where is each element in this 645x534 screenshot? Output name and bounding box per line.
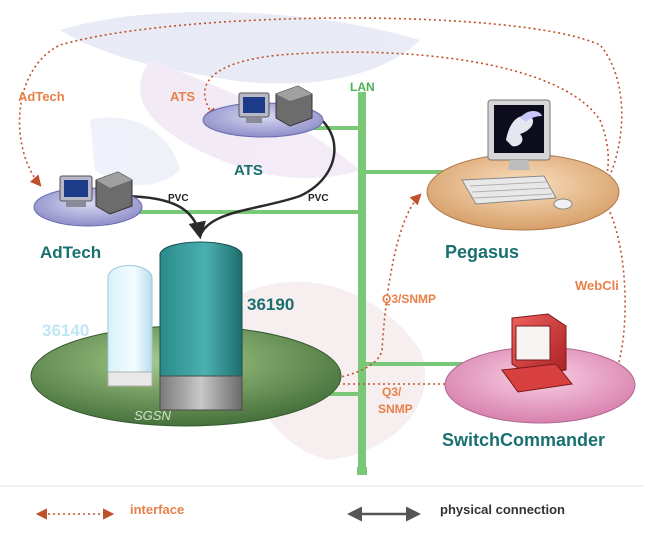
label-q3-lower: Q3/: [382, 385, 402, 399]
labels: AdTech ATS LAN ATS PVC PVC AdTech Pegasu…: [18, 80, 619, 450]
label-adtech: AdTech: [40, 243, 101, 262]
adtech-workstation[interactable]: [33, 171, 143, 227]
label-pegasus: Pegasus: [445, 242, 519, 262]
label-lan: LAN: [350, 80, 375, 94]
legend: interface physical connection: [0, 485, 645, 522]
label-36190: 36190: [247, 295, 294, 314]
label-snmp-lower: SNMP: [378, 402, 413, 416]
pegasus-workstation[interactable]: [426, 99, 620, 231]
ats-workstation[interactable]: [202, 85, 324, 138]
switch-36190[interactable]: [159, 241, 243, 411]
label-q3-snmp-upper: Q3/SNMP: [382, 292, 436, 306]
label-ats: ATS: [234, 162, 263, 179]
interface-links: [18, 17, 626, 390]
label-pvc-right: PVC: [308, 193, 329, 204]
switch-36140[interactable]: [107, 265, 153, 387]
label-ats-interface: ATS: [170, 89, 195, 104]
label-switchcommander: SwitchCommander: [442, 430, 605, 450]
switchcommander-workstation[interactable]: [444, 313, 636, 424]
label-36140: 36140: [42, 321, 89, 340]
legend-physical-label: physical connection: [440, 502, 565, 517]
legend-interface-label: interface: [130, 502, 184, 517]
label-adtech-interface: AdTech: [18, 89, 65, 104]
label-sgsn: SGSN: [134, 408, 171, 423]
label-webcli: WebCli: [575, 278, 619, 293]
label-pvc-left: PVC: [168, 193, 189, 204]
